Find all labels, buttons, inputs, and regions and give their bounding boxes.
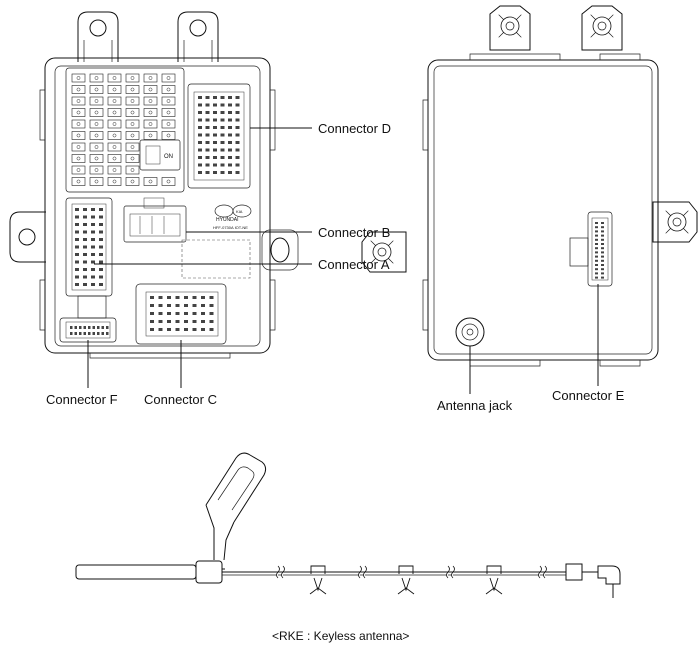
leader-lines-left: [87, 127, 312, 388]
connector-c-pins: [150, 296, 214, 331]
fuse-grid: [71, 73, 176, 186]
connector-a-label: Connector A: [318, 257, 390, 272]
logo-marking: KIA: [236, 209, 243, 214]
smart-key-unit-front-view: ON HYUNDAI HFF-0730A IOT-NE KIA: [9, 11, 299, 359]
connector-d-pins: [198, 96, 240, 174]
connector-e-label: Connector E: [552, 388, 625, 403]
connector-b-label: Connector B: [318, 225, 390, 240]
part-number-marking: HFF-0730A IOT-NE: [213, 225, 248, 230]
cable-clips: [276, 565, 547, 595]
connector-e-pins: [595, 222, 604, 279]
connector-a-pins: [75, 208, 103, 286]
svg-text:ON: ON: [164, 154, 173, 160]
smart-key-unit-rear-view: [361, 5, 698, 367]
connector-f-label: Connector F: [46, 392, 118, 407]
keyless-antenna: [75, 452, 621, 598]
leader-lines-right: [469, 284, 599, 394]
antenna-caption: <RKE : Keyless antenna>: [272, 629, 409, 643]
brand-marking: HYUNDAI: [216, 217, 239, 223]
connector-c-label: Connector C: [144, 392, 217, 407]
connector-f-pins: [70, 326, 109, 335]
connector-d-label: Connector D: [318, 121, 391, 136]
antenna-jack-label: Antenna jack: [437, 398, 513, 413]
